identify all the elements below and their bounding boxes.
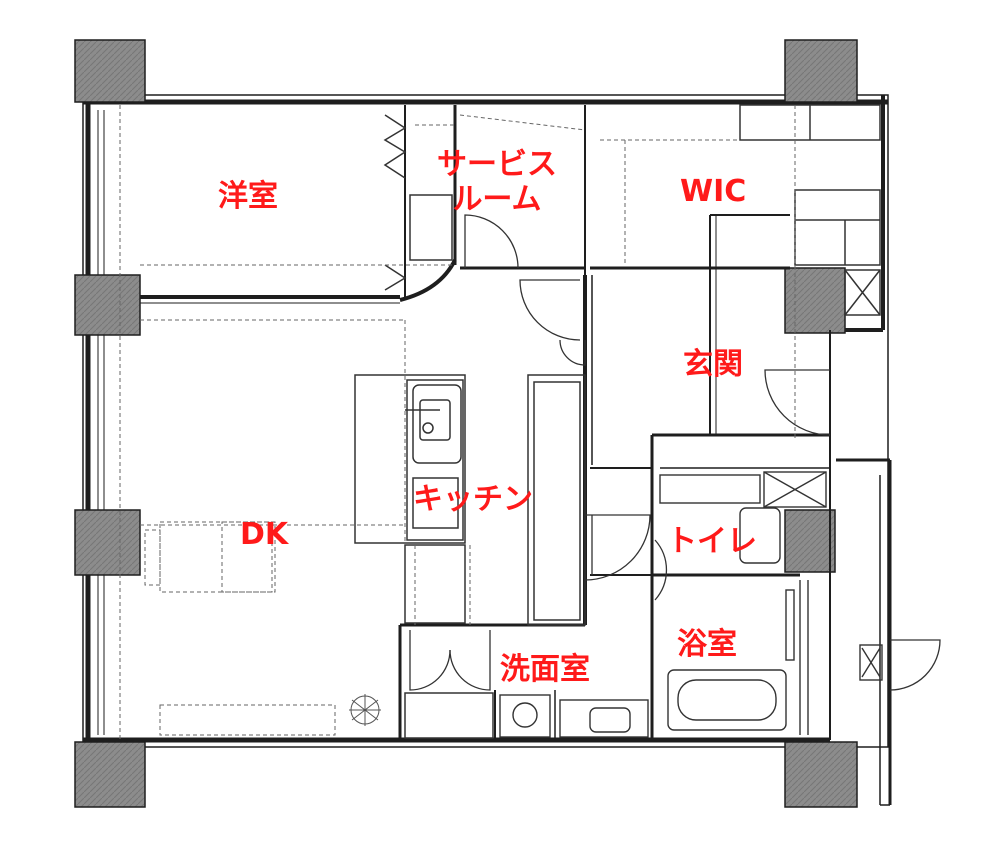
doors [409,214,941,691]
room-label-wic: WIC [680,174,747,209]
room-label-entrance: 玄関 [683,347,743,382]
plant-icon [349,694,381,726]
bath-fixture [667,580,883,735]
toilet-fixture [659,471,827,564]
kitchen-fixtures [354,374,586,739]
room-label-bathroom: 浴室 [677,627,737,662]
washroom-fixtures [499,694,649,738]
room-label-washroom: 洗面室 [500,652,590,687]
room-label-dk: DK [240,517,289,552]
dining-set [119,105,796,740]
room-label-toilet: トイレ [667,524,757,559]
room-label-service-room: サービス ルーム [437,147,557,217]
structural-columns [74,39,858,808]
exterior-walls [82,94,892,806]
room-label-kitchen: キッチン [413,482,533,517]
room-label-service-room-line1: サービス [437,147,557,182]
room-label-western-room: 洋室 [218,179,278,214]
room-label-service-room-line2: ルーム [452,181,542,217]
